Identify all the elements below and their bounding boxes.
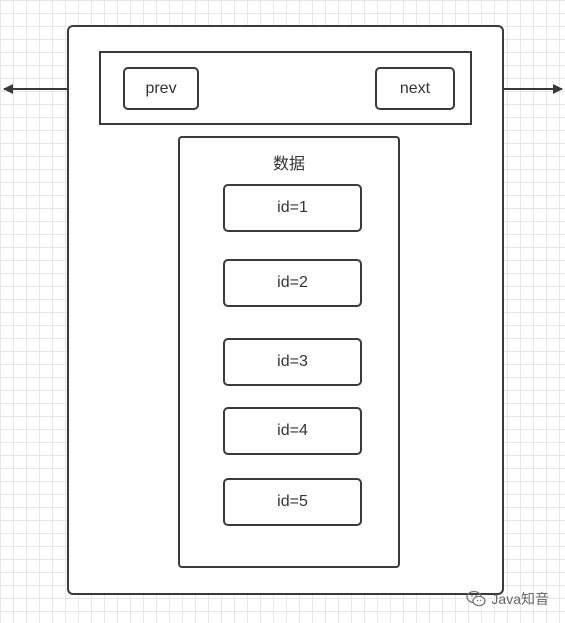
watermark-text: Java知音 (491, 591, 549, 607)
data-item-3: id=3 (223, 338, 362, 386)
next-node: next (375, 67, 455, 110)
data-item-4: id=4 (223, 407, 362, 455)
wechat-icon (466, 590, 487, 608)
data-item-1: id=1 (223, 184, 362, 232)
watermark: Java知音 (466, 589, 549, 609)
data-box-title: 数据 (272, 156, 305, 173)
prev-node: prev (123, 67, 199, 110)
data-item-2: id=2 (223, 259, 362, 307)
data-item-5: id=5 (223, 478, 362, 526)
